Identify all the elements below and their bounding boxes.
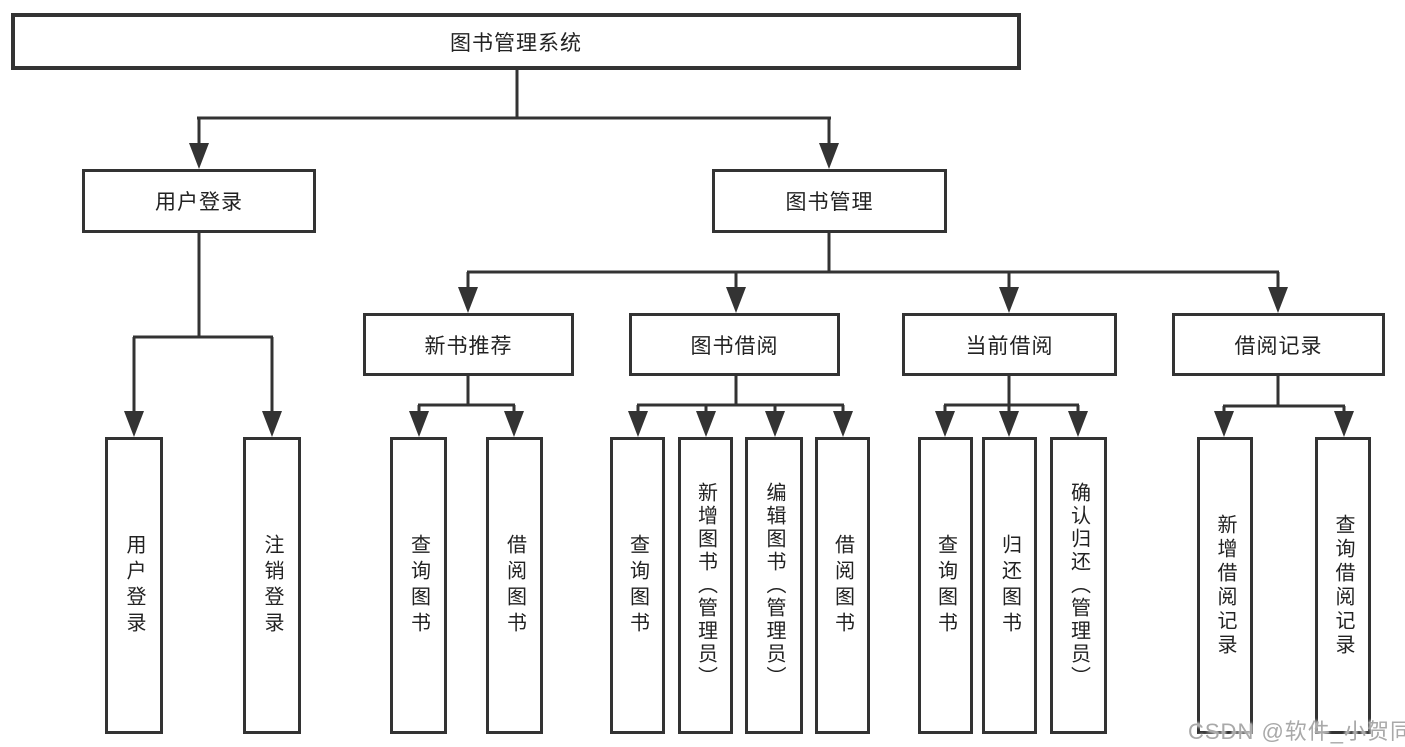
node-book-management: 图书管理 (712, 169, 947, 233)
leaf-return-book: 归还图书 (982, 437, 1037, 734)
leaf-add-book-admin-label: 新增图书（管理员） (694, 482, 717, 689)
node-new-book-recommend-label: 新书推荐 (424, 334, 513, 358)
node-book-management-label: 图书管理 (785, 191, 874, 214)
node-root-label: 图书管理系统 (450, 31, 582, 55)
leaf-add-borrow-record-label: 新增借阅记录 (1214, 513, 1236, 658)
leaf-return-book-label: 归还图书 (998, 533, 1021, 638)
arrowhead-icons (124, 143, 1354, 437)
connector-path (132, 70, 1346, 416)
leaf-query-book-3-label: 查询图书 (934, 533, 957, 638)
leaf-logout-label: 注销登录 (261, 533, 283, 638)
leaf-query-book-1: 查询图书 (390, 437, 447, 734)
leaf-add-borrow-record: 新增借阅记录 (1197, 437, 1253, 734)
leaf-query-book-2-label: 查询图书 (626, 533, 649, 638)
csdn-watermark: CSDN @软件_小贺同学 (1188, 719, 1405, 744)
leaf-borrow-book-1: 借阅图书 (486, 437, 543, 734)
leaf-confirm-return-admin: 确认归还（管理员） (1050, 437, 1107, 734)
node-user-login-label: 用户登录 (155, 191, 243, 214)
leaf-user-login: 用户登录 (105, 437, 163, 734)
node-current-borrowing: 当前借阅 (902, 313, 1117, 376)
node-borrow-records-label: 借阅记录 (1234, 334, 1323, 358)
leaf-query-borrow-record: 查询借阅记录 (1315, 437, 1371, 734)
leaf-add-book-admin: 新增图书（管理员） (678, 437, 733, 734)
leaf-edit-book-admin-label: 编辑图书（管理员） (763, 482, 785, 689)
leaf-borrow-book-2-label: 借阅图书 (831, 533, 854, 638)
node-current-borrowing-label: 当前借阅 (965, 334, 1054, 358)
leaf-logout: 注销登录 (243, 437, 301, 734)
node-borrow-records: 借阅记录 (1172, 313, 1385, 376)
leaf-borrow-book-1-label: 借阅图书 (503, 533, 526, 638)
leaf-query-book-3: 查询图书 (918, 437, 973, 734)
leaf-edit-book-admin: 编辑图书（管理员） (745, 437, 803, 734)
node-user-login: 用户登录 (82, 169, 316, 233)
leaf-user-login-label: 用户登录 (123, 533, 145, 638)
node-new-book-recommend: 新书推荐 (363, 313, 574, 376)
node-book-borrowing: 图书借阅 (629, 313, 840, 376)
node-book-borrowing-label: 图书借阅 (690, 334, 779, 358)
leaf-query-book-1-label: 查询图书 (407, 533, 430, 638)
leaf-query-book-2: 查询图书 (610, 437, 665, 734)
leaf-confirm-return-admin-label: 确认归还（管理员） (1067, 482, 1090, 689)
leaf-query-borrow-record-label: 查询借阅记录 (1332, 513, 1354, 658)
leaf-borrow-book-2: 借阅图书 (815, 437, 870, 734)
node-root: 图书管理系统 (11, 13, 1021, 70)
